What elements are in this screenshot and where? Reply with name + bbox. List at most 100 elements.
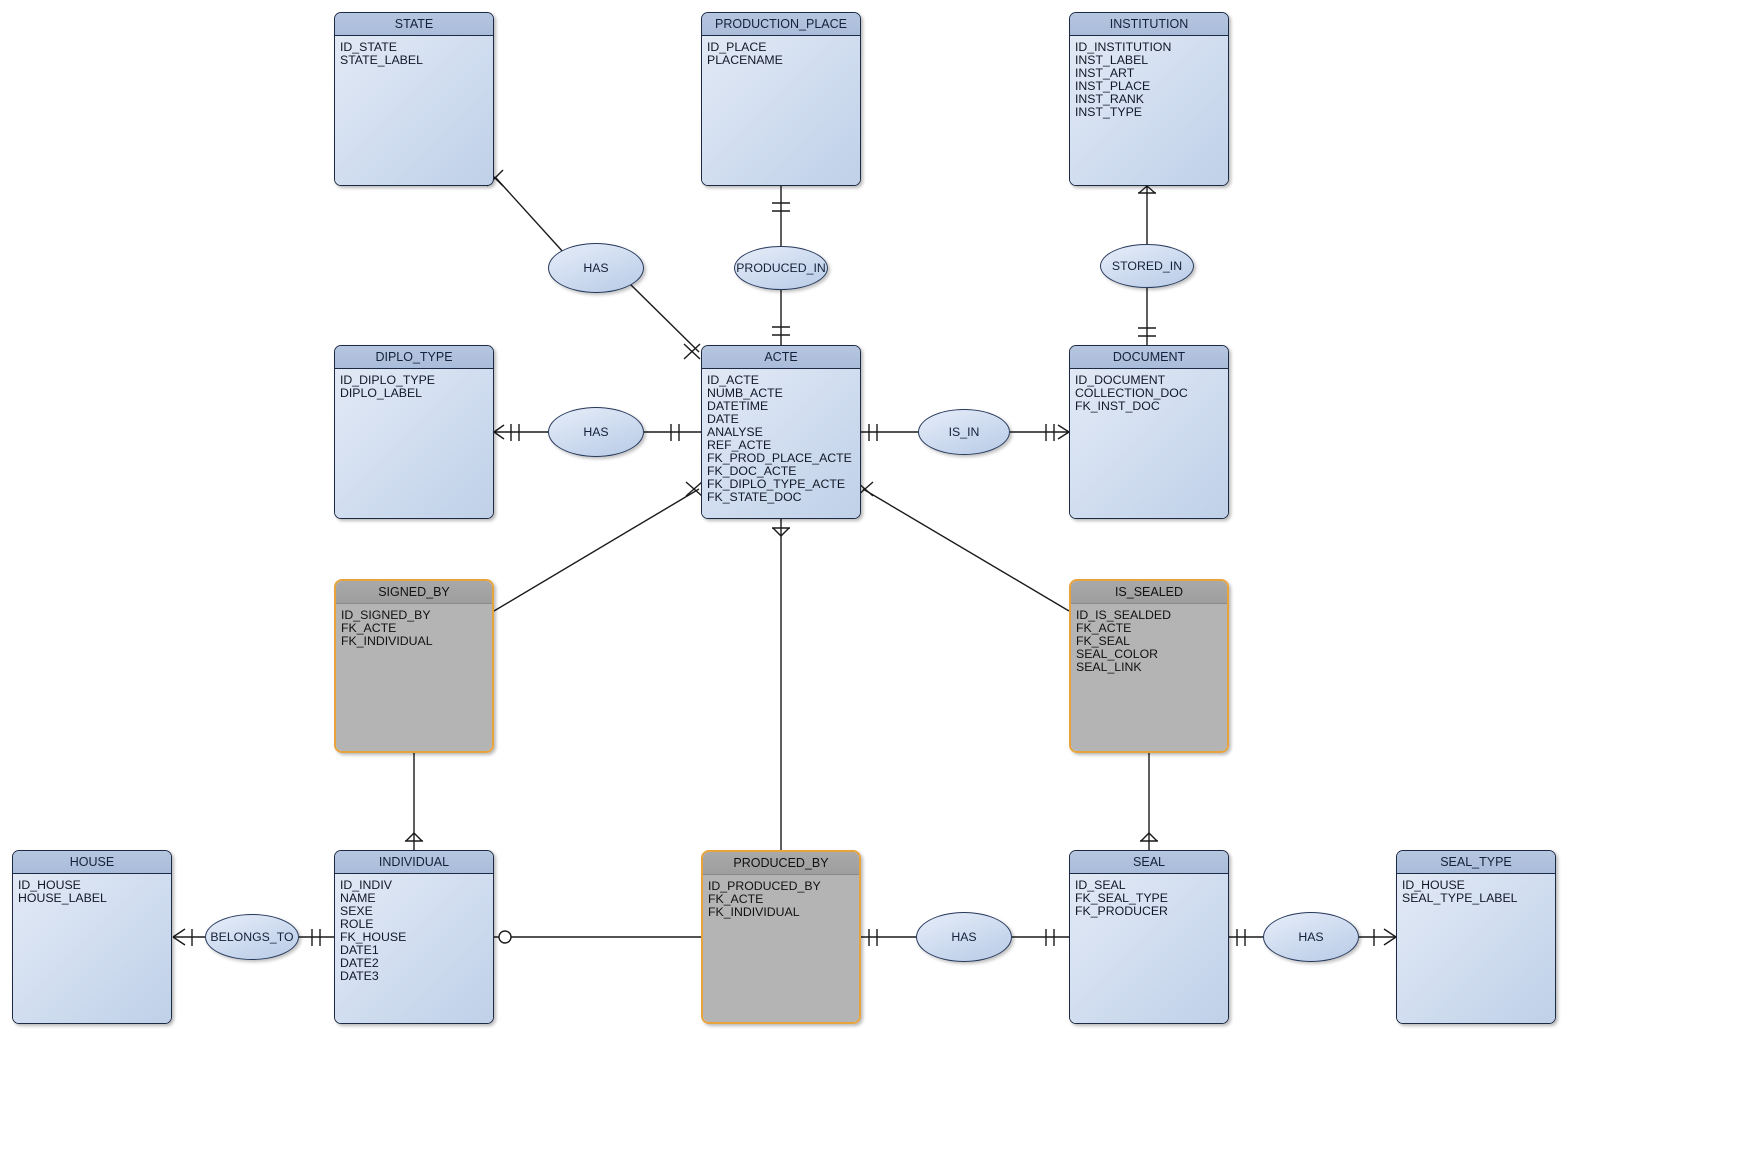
field-row: NAME <box>340 890 376 905</box>
field-row: REF_ACTE <box>707 437 772 452</box>
connector-signedby-acte <box>493 488 700 612</box>
field-row: ANALYSE <box>707 424 763 439</box>
ticks-individual-left <box>311 929 321 946</box>
field-row: ID_HOUSE <box>1402 878 1465 892</box>
relationship-label: HAS <box>1298 930 1324 944</box>
field-row: FK_DIPLO_TYPE_ACTE <box>707 476 846 491</box>
relationship-rel_has_state[interactable]: HAS <box>548 243 644 293</box>
ticks-acte-right <box>868 424 878 441</box>
relationship-rel_stored_in[interactable]: STORED_IN <box>1100 244 1194 288</box>
field-row: NUMB_ACTE <box>707 385 783 400</box>
field-row: FK_ACTE <box>1076 620 1132 635</box>
relationship-rel_belongs_to[interactable]: BELONGS_TO <box>205 914 299 960</box>
field-row: DATE <box>707 411 739 426</box>
crowfoot-sealtype-left <box>1383 928 1397 946</box>
field-row: INST_TYPE <box>1075 104 1142 119</box>
relationship-rel_has_sealtype[interactable]: HAS <box>1263 912 1359 962</box>
field-row: INST_PLACE <box>1075 78 1151 93</box>
field-row: SEAL_TYPE_LABEL <box>1402 890 1518 905</box>
relationship-label: HAS <box>951 930 977 944</box>
connector-has-acte <box>628 282 700 353</box>
field-row: FK_SEAL <box>1076 633 1130 648</box>
field-row: SEAL_COLOR <box>1076 646 1159 661</box>
relationship-rel_has_produced[interactable]: HAS <box>916 912 1012 962</box>
relationship-label: PRODUCED_IN <box>736 261 826 275</box>
relationship-label: HAS <box>583 425 609 439</box>
entity-title-state: STATE <box>335 13 493 36</box>
field-row: ROLE <box>340 916 374 931</box>
ticks-diplo <box>510 424 520 441</box>
ticks-doc-left <box>1045 424 1055 441</box>
relationship-rel_is_in[interactable]: IS_IN <box>918 409 1010 455</box>
field-row: STATE_LABEL <box>340 52 423 67</box>
field-row: ID_ACTE <box>707 373 759 387</box>
field-row: FK_INDIVIDUAL <box>708 904 800 919</box>
crowfoot-individual-top <box>405 832 423 842</box>
field-row: ID_PRODUCED_BY <box>708 879 821 893</box>
field-row: DATE1 <box>340 942 379 957</box>
crowfoot-house-right <box>172 928 186 946</box>
field-row: ID_DOCUMENT <box>1075 373 1166 387</box>
field-row: SEAL_LINK <box>1076 659 1142 674</box>
field-row: SEXE <box>340 903 373 918</box>
field-row: ID_STATE <box>340 40 397 54</box>
ticks-acte-left <box>670 424 680 441</box>
entity-title-diplo_type: DIPLO_TYPE <box>335 346 493 369</box>
field-row: ID_SEAL <box>1075 878 1126 892</box>
entity-title-is_sealed: IS_SEALED <box>1071 581 1227 604</box>
crowfoot-inst <box>1138 185 1156 194</box>
field-row: ID_HOUSE <box>18 878 81 892</box>
ticks-place-top <box>772 202 790 212</box>
field-row: DIPLO_LABEL <box>340 385 423 400</box>
optional-zero-marker <box>498 930 512 944</box>
relationship-label: STORED_IN <box>1111 259 1183 273</box>
relationship-rel_produced_in[interactable]: PRODUCED_IN <box>734 246 828 290</box>
ticks-acte-top <box>772 326 790 336</box>
crowfoot-diplo-left <box>493 424 505 440</box>
field-row: FK_HOUSE <box>340 929 407 944</box>
entity-title-document: DOCUMENT <box>1070 346 1228 369</box>
field-row: ID_IS_SEALDED <box>1076 608 1172 622</box>
ticks-doc-top <box>1138 327 1156 337</box>
ticks-producedby-right <box>868 929 878 946</box>
crowfoot-acte-state <box>683 343 701 360</box>
entity-title-seal: SEAL <box>1070 851 1228 874</box>
entity-title-production_place: PRODUCTION_PLACE <box>702 13 860 36</box>
ticks-seal-left <box>1045 929 1055 946</box>
ticks-seal-right <box>1236 929 1246 946</box>
relationship-label: IS_IN <box>948 425 980 439</box>
field-row: INST_ART <box>1075 65 1135 80</box>
connector-state-has <box>495 177 565 254</box>
field-row: INST_LABEL <box>1075 52 1149 67</box>
field-row: ID_INDIV <box>340 878 392 892</box>
field-row: ID_DIPLO_TYPE <box>340 373 435 387</box>
relationship-rel_has_diplo[interactable]: HAS <box>548 407 644 457</box>
field-row: FK_SEAL_TYPE <box>1075 890 1168 905</box>
entity-title-house: HOUSE <box>13 851 171 874</box>
entity-title-individual: INDIVIDUAL <box>335 851 493 874</box>
field-row: FK_PRODUCER <box>1075 903 1168 918</box>
